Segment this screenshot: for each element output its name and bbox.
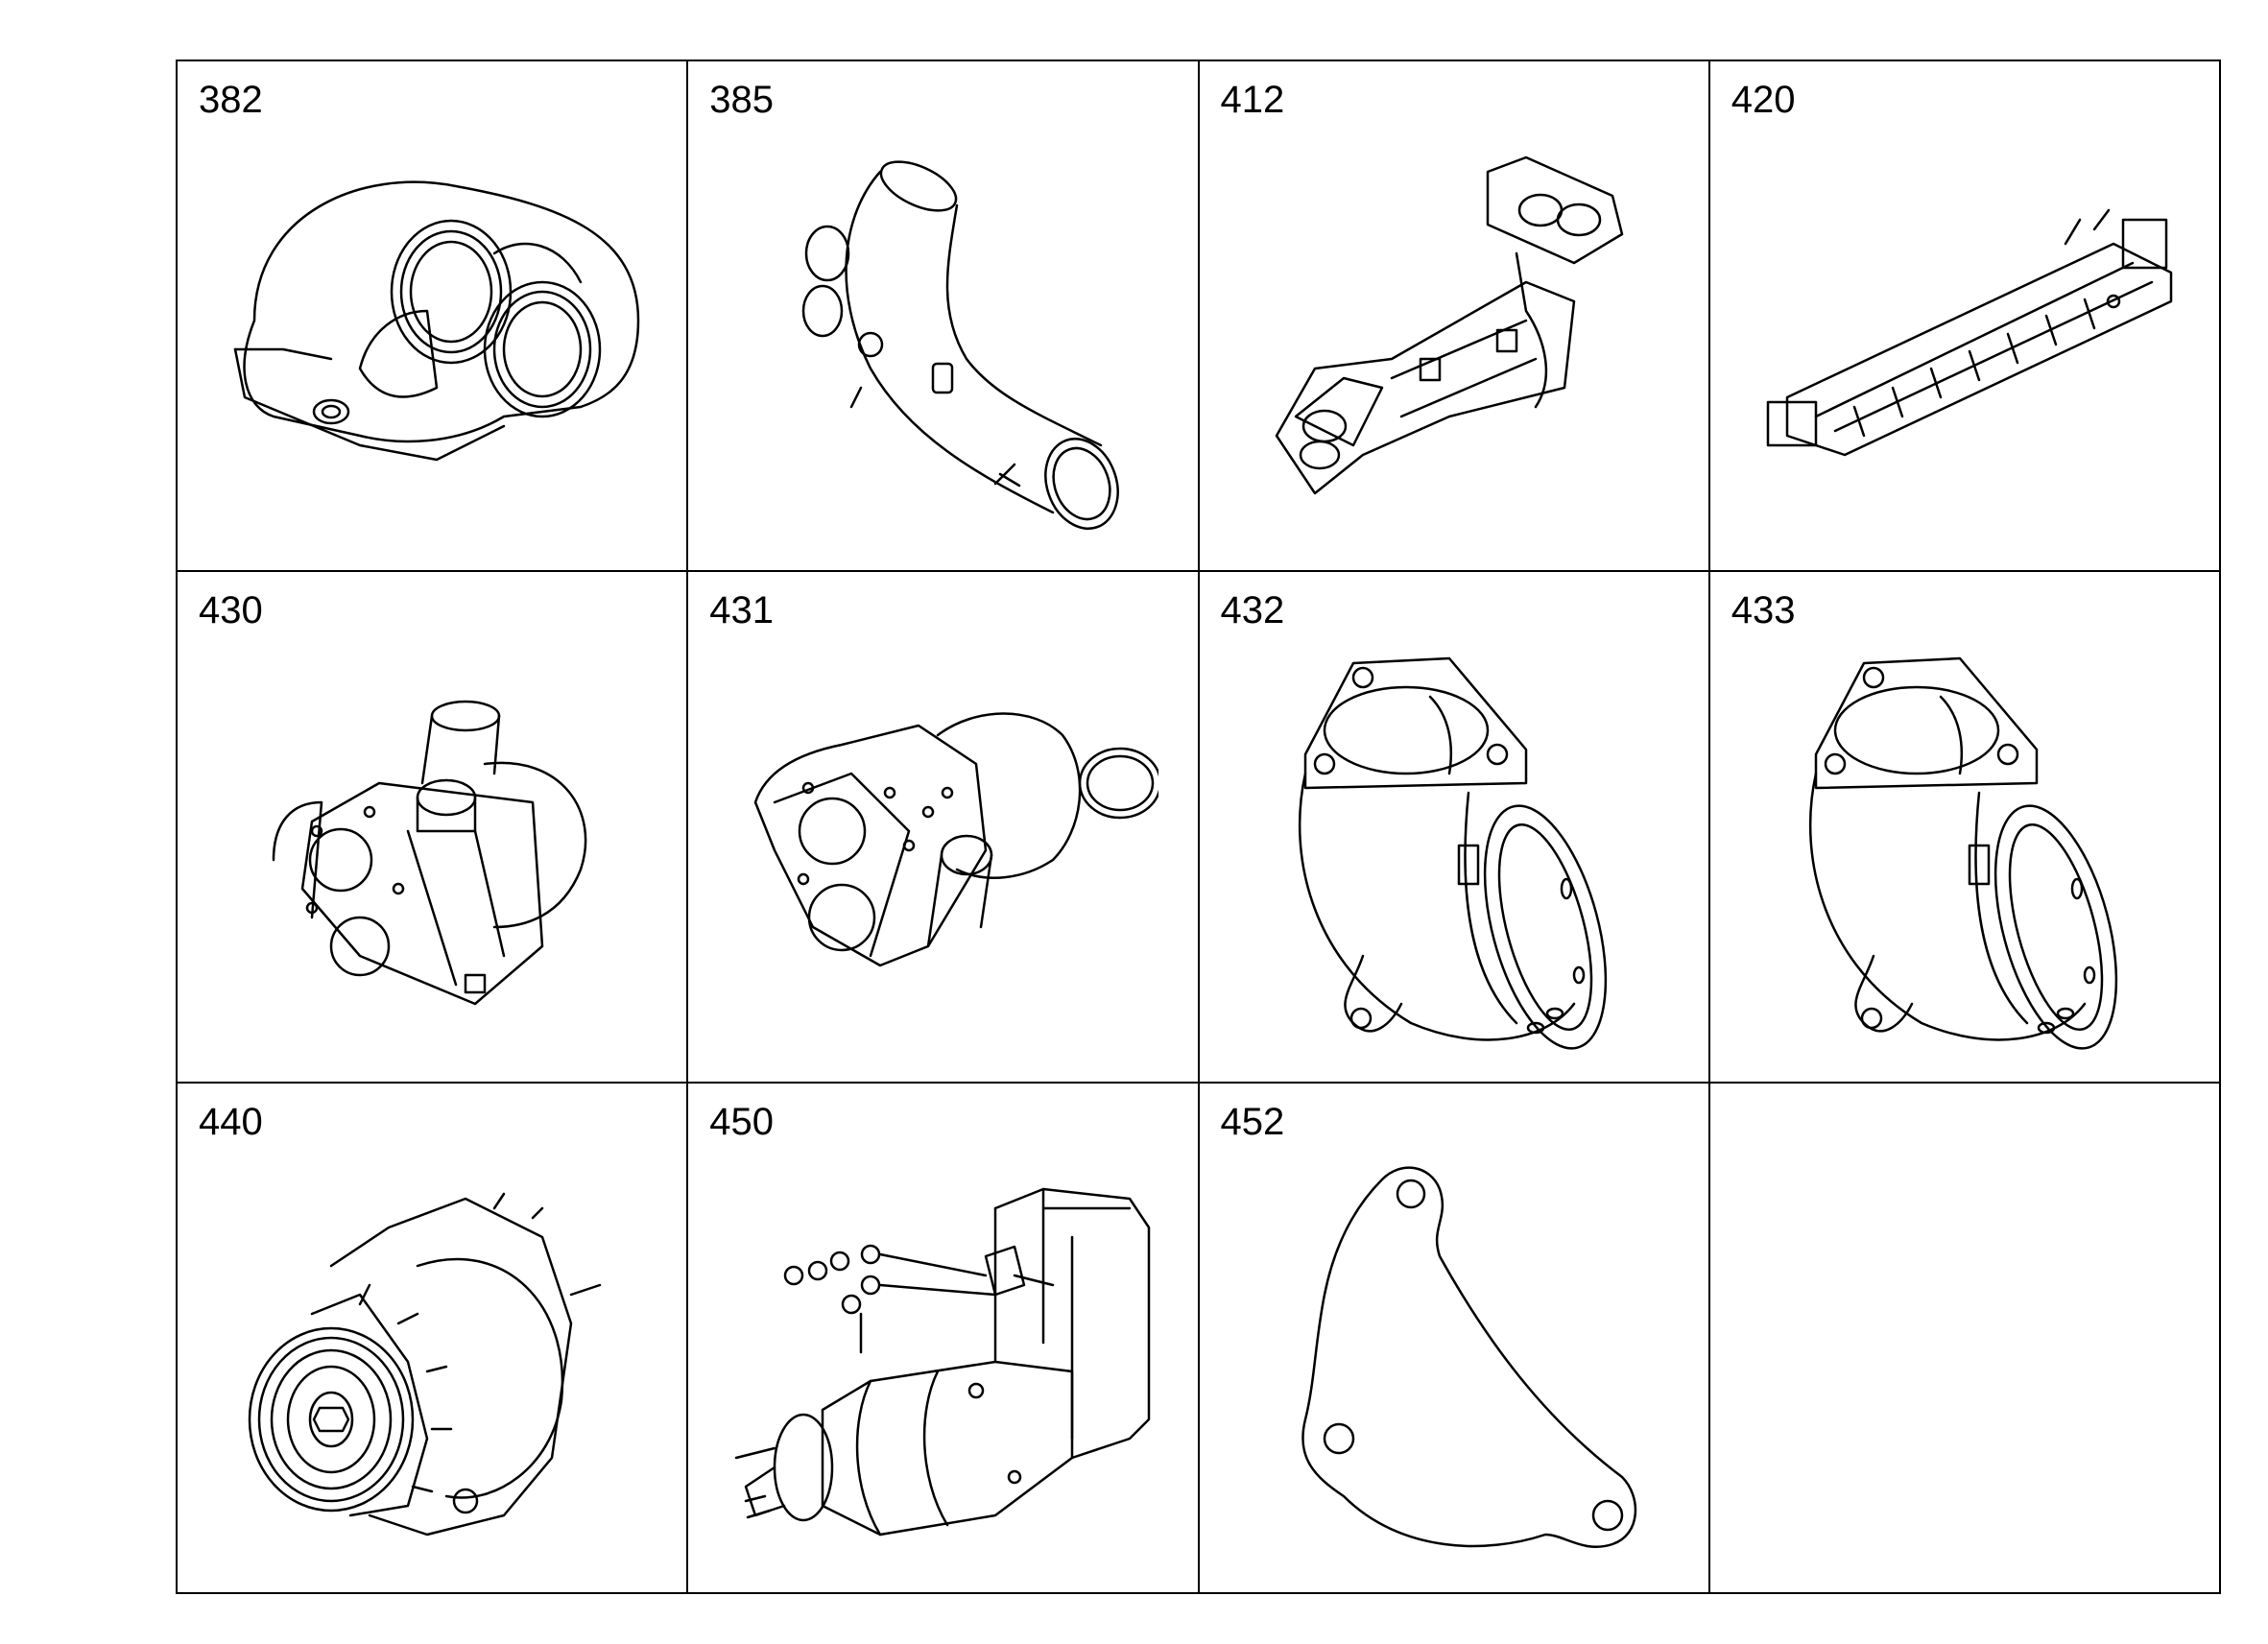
- alternator-icon: [216, 1151, 648, 1573]
- part-number: 412: [1220, 79, 1285, 121]
- part-number: 450: [709, 1100, 774, 1143]
- turbocharger-icon: [727, 639, 1162, 1061]
- part-number: 385: [709, 79, 774, 121]
- parts-grid: 382 385: [176, 60, 2221, 1594]
- part-cell[interactable]: 433: [1709, 572, 2221, 1084]
- part-cell[interactable]: 382: [178, 61, 689, 573]
- part-number: 382: [199, 79, 263, 121]
- part-cell[interactable]: 420: [1709, 61, 2221, 573]
- empty-cell: [1709, 1083, 2221, 1594]
- part-cell[interactable]: 452: [1199, 1083, 1710, 1594]
- turbine-outlet-elbow-icon: [1238, 639, 1670, 1061]
- part-number: 430: [199, 589, 263, 632]
- part-cell[interactable]: 440: [178, 1083, 689, 1594]
- part-cell[interactable]: 412: [1199, 61, 1710, 573]
- part-number: 433: [1731, 589, 1796, 632]
- part-number: 420: [1731, 79, 1796, 121]
- part-number: 452: [1220, 1100, 1285, 1143]
- part-number: 432: [1220, 589, 1285, 632]
- part-number: 431: [709, 589, 774, 632]
- gasket-icon: [1238, 1151, 1670, 1573]
- part-cell[interactable]: 431: [688, 572, 1200, 1084]
- starter-motor-icon: [727, 1151, 1158, 1573]
- part-cell[interactable]: 430: [178, 572, 689, 1084]
- part-cell[interactable]: 450: [688, 1083, 1200, 1594]
- egr-cooler-icon: [1749, 129, 2181, 551]
- elbow-pipe-icon: [216, 129, 648, 551]
- part-number: 440: [199, 1100, 263, 1143]
- turbocharger-icon: [216, 639, 648, 1061]
- exhaust-manifold-icon: [1238, 129, 1670, 551]
- intake-pipe-icon: [727, 129, 1158, 551]
- part-cell[interactable]: 432: [1199, 572, 1710, 1084]
- turbine-outlet-elbow-icon: [1749, 639, 2181, 1061]
- part-cell[interactable]: 385: [688, 61, 1200, 573]
